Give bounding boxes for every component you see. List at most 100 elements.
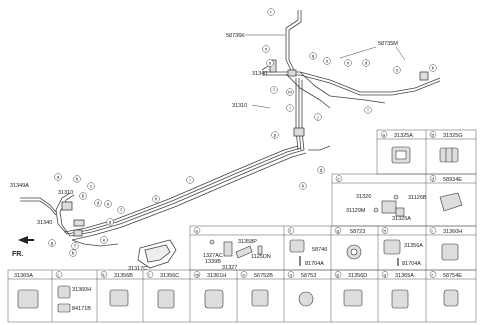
svg-text:i: i bbox=[189, 178, 190, 183]
clip-56752B-icon bbox=[251, 289, 269, 307]
part-31129M: 31129M bbox=[346, 208, 366, 214]
cap-58753-icon bbox=[298, 291, 314, 307]
part-31326: 31326 bbox=[356, 194, 371, 200]
callout-a: a bbox=[54, 173, 62, 181]
svg-text:q: q bbox=[312, 54, 315, 59]
svg-text:e: e bbox=[196, 229, 199, 234]
label-58736K: 58736K bbox=[226, 33, 245, 39]
header-31325A: 31325A bbox=[394, 133, 413, 139]
part-1327AC: 1327AC bbox=[203, 253, 223, 259]
part-1339B: 1339B bbox=[205, 259, 221, 265]
canister-assembly bbox=[61, 59, 429, 269]
part-31327: 31327 bbox=[222, 265, 237, 271]
header-31361H: 31361H bbox=[207, 273, 226, 279]
svg-text:n: n bbox=[347, 61, 350, 66]
clip-31356C-icon bbox=[157, 289, 175, 309]
front-label: FR. bbox=[12, 251, 23, 258]
svg-text:p: p bbox=[337, 273, 340, 278]
callout-q: q bbox=[317, 166, 325, 174]
callout-c: c bbox=[87, 182, 95, 190]
svg-text:l: l bbox=[273, 88, 274, 93]
bracket-icon bbox=[381, 200, 397, 214]
callout-r: r bbox=[267, 8, 275, 16]
part-31325A-c: 31325A bbox=[392, 216, 411, 222]
clip-58934E-icon bbox=[439, 192, 463, 212]
svg-text:b: b bbox=[72, 251, 75, 256]
svg-text:c: c bbox=[90, 184, 93, 189]
svg-text:o: o bbox=[326, 59, 329, 64]
front-direction-arrow: FR. bbox=[12, 236, 34, 258]
part-84171B: 84171B bbox=[72, 306, 91, 312]
svg-text:a: a bbox=[383, 133, 386, 138]
header-58723: 58723 bbox=[350, 229, 365, 235]
callout-i: i bbox=[286, 104, 294, 112]
washer-icon bbox=[373, 207, 379, 213]
part-1125DN: 1125DN bbox=[251, 254, 271, 260]
svg-text:e: e bbox=[107, 202, 110, 207]
callout-l: l bbox=[364, 106, 372, 114]
part-81704A-f: 81704A bbox=[305, 261, 324, 267]
part-31356A: 31356A bbox=[404, 243, 423, 249]
callout-g: g bbox=[48, 239, 56, 247]
callout-d: d bbox=[362, 59, 370, 67]
label-31340-top: 31340 bbox=[252, 71, 267, 77]
callout-e: e bbox=[100, 236, 108, 244]
header-31365A-q: 31365A bbox=[395, 273, 414, 279]
callout-m: m bbox=[286, 88, 294, 96]
label-31317C: 31317C bbox=[128, 266, 147, 272]
svg-text:q: q bbox=[320, 168, 323, 173]
svg-text:b: b bbox=[76, 177, 79, 182]
callout-j: j bbox=[314, 113, 322, 121]
svg-text:j: j bbox=[316, 115, 318, 120]
svg-text:f: f bbox=[120, 208, 122, 213]
svg-text:r: r bbox=[432, 273, 434, 278]
parts-grid bbox=[7, 129, 477, 323]
label-31310-left: 31310 bbox=[58, 190, 73, 196]
svg-text:r: r bbox=[270, 10, 272, 15]
svg-text:g: g bbox=[337, 229, 340, 234]
svg-text:o: o bbox=[396, 68, 399, 73]
grid-headers: a 31325A b 31325G c d 58934E 31326 31126… bbox=[14, 131, 463, 312]
diagram-part-labels: 58736K 58735M 31340 31310 31349A 31310 3… bbox=[10, 33, 406, 272]
callout-s: s bbox=[266, 59, 274, 67]
label-58735M: 58735M bbox=[378, 41, 398, 47]
callout-b: b bbox=[73, 175, 81, 183]
callout-o: o bbox=[323, 57, 331, 65]
grommet-icon bbox=[289, 239, 305, 253]
svg-text:d: d bbox=[432, 177, 435, 182]
clamp-icon bbox=[223, 241, 233, 257]
fuel-lines bbox=[20, 10, 441, 247]
callout-d: d bbox=[94, 199, 102, 207]
svg-text:f: f bbox=[74, 244, 76, 249]
svg-text:h: h bbox=[155, 197, 158, 202]
part-31360H-j: 31360H bbox=[72, 287, 91, 293]
header-56752B: 56752B bbox=[254, 273, 273, 279]
svg-text:d: d bbox=[365, 61, 368, 66]
clip-31356D-icon bbox=[343, 289, 363, 307]
bolt-icon bbox=[393, 194, 399, 200]
svg-text:e: e bbox=[103, 238, 106, 243]
callout-o: o bbox=[393, 66, 401, 74]
callout-g: g bbox=[106, 218, 114, 226]
clip-31360H-icon bbox=[441, 243, 459, 261]
callout-l: l bbox=[270, 86, 278, 94]
label-31310-top: 31310 bbox=[232, 103, 247, 109]
svg-text:i: i bbox=[289, 106, 290, 111]
clip-31356A-icon bbox=[383, 239, 401, 255]
clip-31361H-icon bbox=[204, 289, 224, 309]
part-81704A-h: 81704A bbox=[402, 261, 421, 267]
svg-text:p: p bbox=[274, 133, 277, 138]
part-31358P: 31358P bbox=[238, 239, 257, 245]
svg-text:q: q bbox=[384, 273, 387, 278]
svg-text:j: j bbox=[57, 273, 59, 278]
svg-text:g: g bbox=[51, 241, 54, 246]
callout-b: b bbox=[79, 192, 87, 200]
callout-k: k bbox=[429, 64, 437, 72]
svg-text:a: a bbox=[57, 175, 60, 180]
clip-31360H-j-icon bbox=[57, 285, 71, 299]
header-31325G: 31325G bbox=[443, 133, 463, 139]
callout-k: k bbox=[299, 182, 307, 190]
